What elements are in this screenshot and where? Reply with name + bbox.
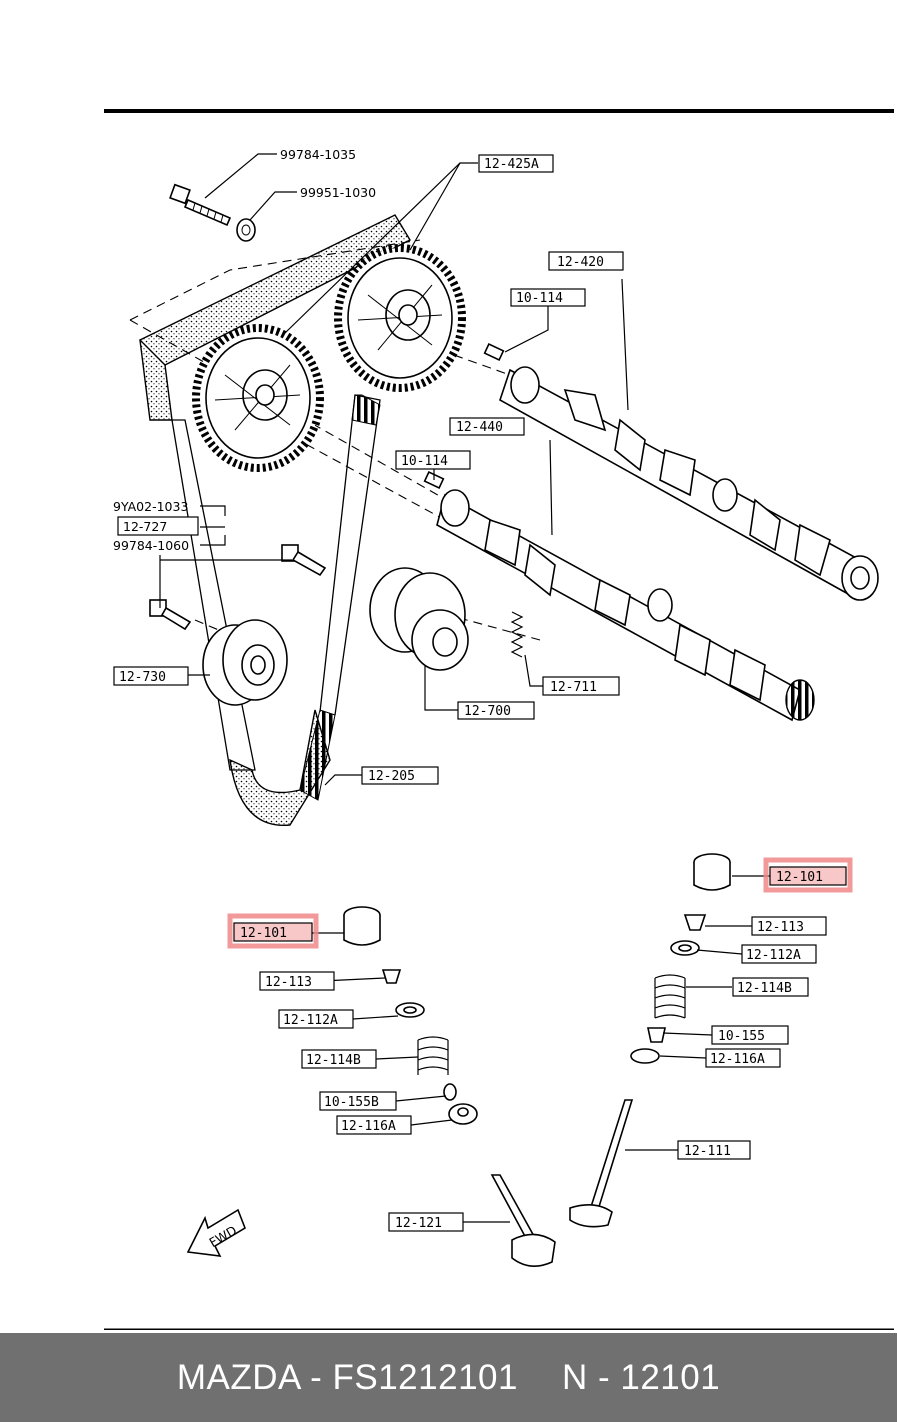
label-tappet-right[interactable]: 12-101 bbox=[763, 857, 853, 893]
label-bolt-9ya[interactable]: 9YA02-1033 bbox=[113, 499, 188, 514]
label-spring[interactable]: 12-711 bbox=[542, 676, 620, 696]
tappet-right bbox=[693, 853, 731, 891]
svg-text:12-113: 12-113 bbox=[757, 920, 804, 935]
label-washer[interactable]: 99951-1030 bbox=[300, 185, 376, 200]
intake-camshaft bbox=[499, 366, 879, 601]
svg-text:12-101: 12-101 bbox=[240, 926, 287, 941]
svg-text:12-420: 12-420 bbox=[557, 255, 604, 270]
svg-text:12-114B: 12-114B bbox=[737, 981, 792, 996]
svg-text:10-155B: 10-155B bbox=[324, 1095, 379, 1110]
label-exhaust-cam[interactable]: 12-440 bbox=[449, 417, 525, 436]
idler-bolt bbox=[149, 599, 192, 631]
pulley-washer bbox=[236, 218, 256, 242]
valve-seal-left bbox=[443, 1083, 457, 1101]
svg-text:10-155: 10-155 bbox=[718, 1029, 765, 1044]
parts-diagram: FWD 99784-1035 99951-1030 bbox=[104, 109, 894, 1330]
svg-text:12-730: 12-730 bbox=[119, 670, 166, 685]
label-valve-spring-right[interactable]: 12-114B bbox=[732, 977, 809, 997]
label-tensioner-assy[interactable]: 12-727 bbox=[117, 516, 199, 536]
valve-spring-left bbox=[417, 1036, 449, 1075]
svg-text:12-425A: 12-425A bbox=[484, 157, 539, 172]
fwd-arrow-icon: FWD bbox=[186, 1208, 246, 1257]
svg-text:99784-1060: 99784-1060 bbox=[113, 538, 189, 553]
label-bolt-idler[interactable]: 99784-1060 bbox=[113, 538, 189, 553]
reference-code: N - 12101 bbox=[561, 1357, 721, 1397]
svg-text:12-727: 12-727 bbox=[123, 519, 167, 534]
svg-text:12-711: 12-711 bbox=[550, 680, 597, 695]
label-bolt-top[interactable]: 99784-1035 bbox=[280, 147, 356, 162]
part-footer: MAZDA - FS1212101 N - 12101 bbox=[0, 1333, 897, 1422]
label-lock-right[interactable]: 12-113 bbox=[751, 916, 827, 936]
valve-lock-left bbox=[381, 969, 402, 984]
tensioner-pulley bbox=[369, 567, 469, 671]
spring-seat-left bbox=[448, 1103, 478, 1125]
label-retainer-right[interactable]: 12-112A bbox=[741, 944, 817, 964]
label-valve-exhaust[interactable]: 12-121 bbox=[388, 1212, 464, 1232]
valve-spring-right bbox=[654, 974, 686, 1019]
cam-pulley-left bbox=[192, 324, 324, 472]
svg-text:10-114: 10-114 bbox=[401, 454, 448, 469]
footer-text: MAZDA - FS1212101 N - 12101 bbox=[177, 1358, 720, 1398]
label-timing-belt[interactable]: 12-205 bbox=[361, 766, 439, 785]
brand-part-number: MAZDA - FS1212101 bbox=[176, 1357, 518, 1397]
svg-text:99784-1035: 99784-1035 bbox=[280, 147, 356, 162]
label-seal-right[interactable]: 10-155 bbox=[711, 1025, 789, 1045]
label-retainer-left[interactable]: 12-112A bbox=[278, 1009, 354, 1029]
svg-text:99951-1030: 99951-1030 bbox=[300, 185, 376, 200]
valve-lock-right bbox=[683, 914, 707, 931]
svg-text:12-116A: 12-116A bbox=[341, 1119, 396, 1134]
svg-text:12-114B: 12-114B bbox=[306, 1053, 361, 1068]
label-valve-intake[interactable]: 12-111 bbox=[677, 1140, 751, 1160]
label-tensioner[interactable]: 12-700 bbox=[457, 701, 535, 720]
label-cam-pulley[interactable]: 12-425A bbox=[478, 154, 554, 173]
svg-text:12-116A: 12-116A bbox=[710, 1052, 765, 1067]
tensioner-spring bbox=[510, 611, 524, 658]
tappet-left bbox=[343, 906, 381, 946]
label-idler[interactable]: 12-730 bbox=[113, 666, 189, 686]
label-pin-top[interactable]: 10-114 bbox=[510, 288, 586, 307]
valve-seal-right bbox=[647, 1027, 666, 1043]
svg-text:12-101: 12-101 bbox=[776, 870, 823, 885]
intake-valve bbox=[569, 1099, 634, 1228]
idler-pulley bbox=[202, 619, 288, 706]
label-pin-lower[interactable]: 10-114 bbox=[395, 450, 471, 470]
dowel-pin-top bbox=[483, 343, 505, 361]
svg-text:9YA02-1033: 9YA02-1033 bbox=[113, 499, 188, 514]
svg-text:12-440: 12-440 bbox=[456, 420, 503, 435]
label-valve-spring-left[interactable]: 12-114B bbox=[301, 1049, 377, 1069]
tensioner-bolt bbox=[281, 544, 327, 577]
retainer-right bbox=[670, 940, 700, 956]
svg-text:12-111: 12-111 bbox=[684, 1144, 731, 1159]
svg-text:12-113: 12-113 bbox=[265, 975, 312, 990]
svg-text:12-121: 12-121 bbox=[395, 1216, 442, 1231]
spring-seat-right bbox=[630, 1048, 660, 1064]
exhaust-valve bbox=[490, 1174, 556, 1267]
pulley-bolt bbox=[169, 183, 232, 227]
svg-text:12-700: 12-700 bbox=[464, 704, 511, 719]
svg-text:12-205: 12-205 bbox=[368, 769, 415, 784]
label-seat-left[interactable]: 12-116A bbox=[336, 1115, 412, 1135]
cam-pulley-right bbox=[334, 244, 466, 392]
label-seat-right[interactable]: 12-116A bbox=[705, 1048, 781, 1068]
svg-text:12-112A: 12-112A bbox=[746, 948, 801, 963]
label-lock-left[interactable]: 12-113 bbox=[259, 971, 335, 991]
retainer-left bbox=[395, 1002, 425, 1018]
exhaust-camshaft bbox=[436, 489, 815, 722]
label-tappet-left[interactable]: 12-101 bbox=[227, 913, 319, 949]
label-seal-left[interactable]: 10-155B bbox=[319, 1091, 397, 1111]
leader-lines bbox=[159, 153, 770, 1223]
svg-text:10-114: 10-114 bbox=[516, 291, 563, 306]
svg-text:12-112A: 12-112A bbox=[283, 1013, 338, 1028]
label-intake-cam[interactable]: 12-420 bbox=[548, 251, 624, 271]
